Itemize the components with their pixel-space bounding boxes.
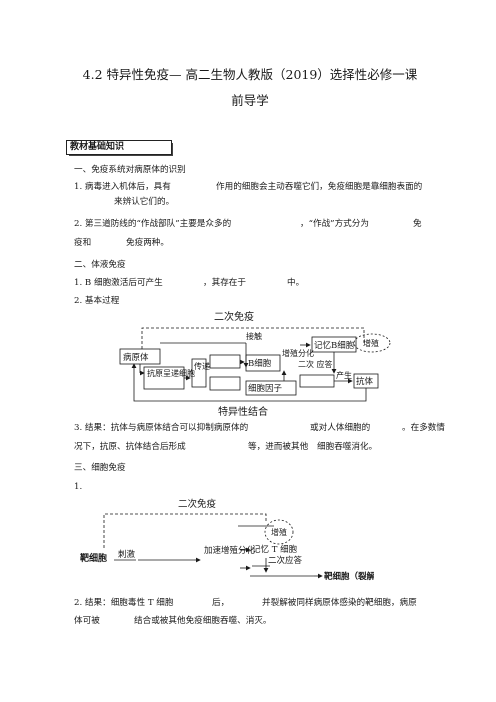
d1-blank-box-2 [209,376,241,391]
d2-top-label: 二次免疫 [178,498,217,510]
s2-p2: 2. 基本过程 [74,296,120,306]
d2-accel: 加速增殖分化 [204,545,256,556]
s1-p2d: 疫和 [74,238,92,248]
s2-p3b: 或对人体细胞的 [310,423,371,433]
s2-p3f: 细胞吞噬消化。 [317,442,378,452]
s1-p1c: 来辨认它们的。 [114,197,175,207]
d1-bottom-label: 特异性结合 [218,405,268,417]
d1-memoryb: 记忆B细胞 [314,340,355,351]
d1-prolif: 增殖分化 [282,348,314,358]
d1-cytokine-box [245,380,297,396]
section2-heading: 二、体液免疫 [74,260,126,270]
page-title-line2: 前导学 [231,93,269,108]
d1-apc: 抗原呈递细胞 [147,368,195,378]
d2-target: 靶细胞 [80,552,107,564]
section1-heading: 一、免疫系统对病原体的识别 [74,165,186,175]
d1-transfer: 传递 [194,361,210,371]
s2-p3e: 等，进而被其他 [248,442,309,452]
s2-p3a: 3. 结果：抗体与病原体结合可以抑制病原体的 [74,423,249,433]
s1-p2e: 免疫两种。 [126,238,169,248]
section3-heading: 三、细胞免疫 [74,463,126,473]
cellular-immunity-diagram: 二次免疫 增殖 靶细胞 刺激 加速增殖分化 记忆 T 细胞 二次应答 靶细胞（裂… [80,498,374,582]
page-title: 4.2 特异性免疫— 高二生物人教版（2019）选择性必修一课 [82,67,418,82]
s1-p2a: 2. 第三道防线的“作战部队”主要是众多的 [74,219,232,229]
s3-p2c: 并裂解被同样病原体感染的靶细胞，病原 [262,598,417,608]
d1-contact: 接触 [246,331,262,341]
s3-p1: 1. [74,482,83,492]
d1-pathogen: 病原体 [123,352,149,363]
d1-secondary: 二次 应答 [298,359,333,369]
d1-bcell-box [245,354,281,372]
d2-result: 靶细胞（裂解、死亡） [324,571,374,582]
d1-blank-box-3 [299,374,335,388]
d1-top-label: 二次免疫 [214,310,254,323]
s3-p2b: 后， [212,598,230,608]
s2-p1a: 1. B 细胞激活后可产生 [74,278,163,288]
badge-label: 教材基础知识 [70,142,125,152]
s2-p1c: 中。 [287,278,305,288]
d1-cytokine: 细胞因子 [248,383,283,394]
d1-transfer-box [191,358,207,388]
d1-dashed-loop [141,327,365,349]
section-badge: 教材基础知识 [66,140,174,156]
d2-stimulate: 刺激 [118,549,136,560]
d2-secondary: 二次应答 [268,555,303,566]
s1-p1b: 作用的细胞会主动吞噬它们，免疫细胞是靠细胞表面的 [216,182,423,192]
s3-p2a: 2. 结果：细胞毒性 T 细胞 [74,598,174,608]
d1-bcell: B细胞 [248,358,272,369]
d1-antibody: 抗体 [356,376,374,387]
d1-binding-loop [131,363,367,402]
d1-blank-box-1 [209,354,241,369]
s1-p2b: ，“作战”方式分为 [300,219,369,229]
s2-p1b: ，其存在于 [203,278,246,288]
d2-multiply: 增殖 [271,527,287,537]
s2-p3d: 况下，抗原、抗体结合后形成 [74,442,186,452]
d2-memoryt: 记忆 T 细胞 [252,544,298,555]
s2-p3c: 。在多数情 [402,423,445,433]
humoral-immunity-diagram: 二次免疫 接触 病原体 抗原呈递细胞 传递 B细胞 增殖分化 细胞因子 记忆B细… [119,310,391,417]
d2-multiply-circle [264,519,294,545]
d1-produce: 产生 [336,370,352,380]
s1-p2c: 免 [413,219,422,229]
d1-multiply: 增殖 [363,338,379,348]
d1-multiply-circle [353,333,391,353]
s3-p2e: 结合或被其他免疫细胞吞噬、消灭。 [134,616,272,626]
d2-dashed-loop [103,513,267,548]
s1-p1a: 1. 病毒进入机体后，具有 [74,182,171,192]
s3-p2d: 体可被 [74,616,100,626]
